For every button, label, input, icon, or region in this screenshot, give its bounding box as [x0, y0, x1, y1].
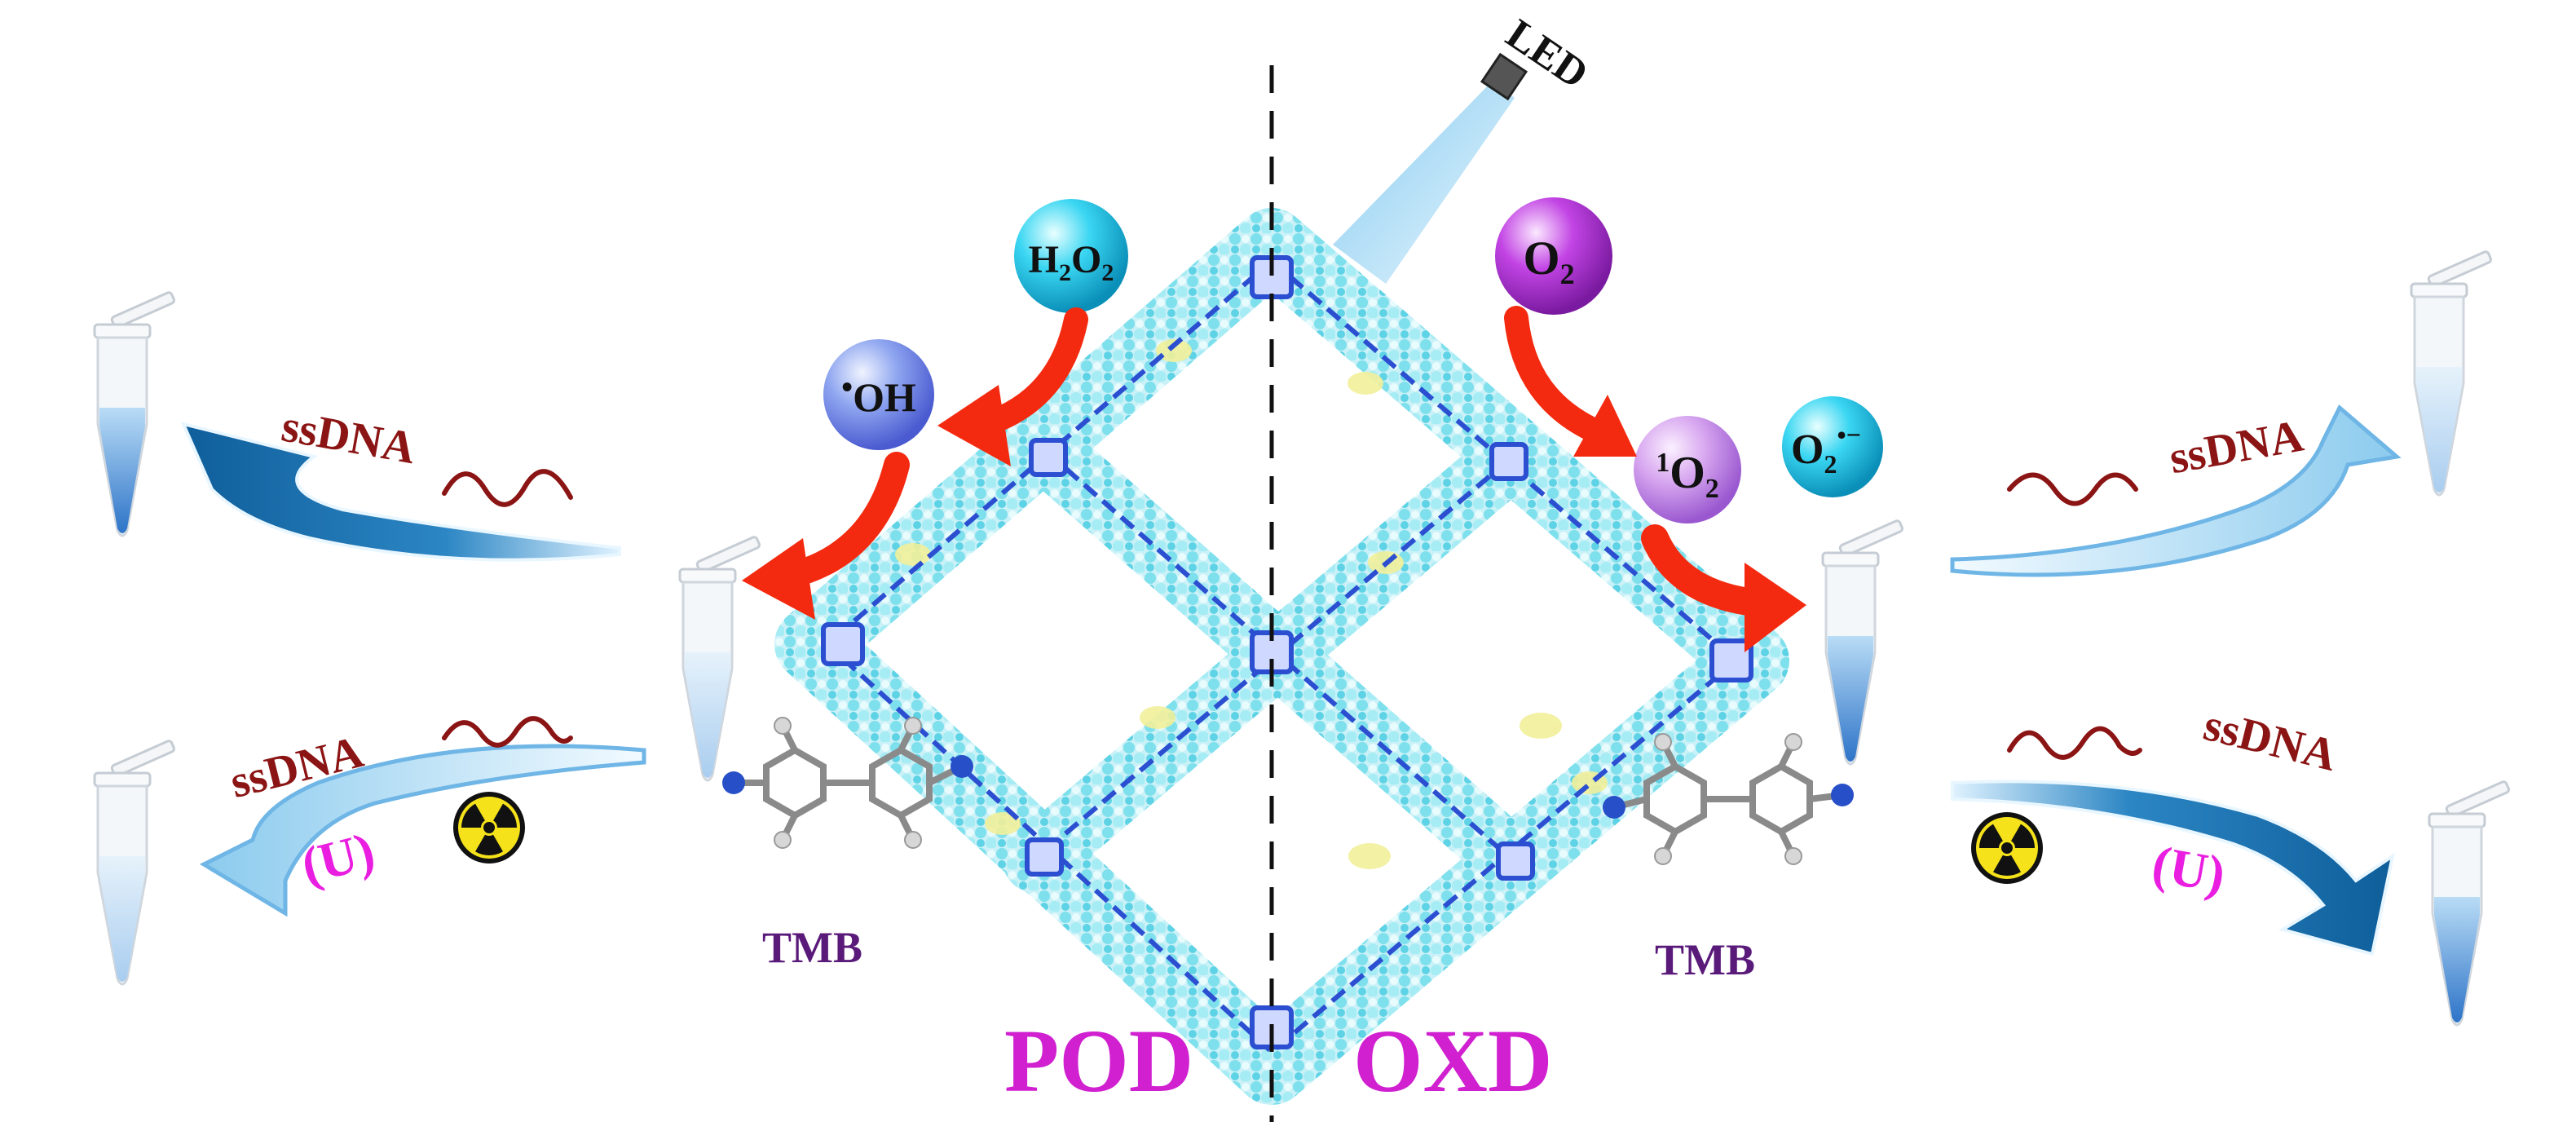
red-arrow-h2o2-to-oh: [937, 307, 1088, 466]
o2-sub: 2: [1560, 258, 1575, 290]
o2-label: O: [1523, 232, 1559, 285]
swoosh-arrow-bottom-right: [1951, 780, 2395, 956]
svg-text:O2: O2: [1523, 232, 1574, 290]
uranium-label-right: (U): [2148, 834, 2230, 903]
led-lamp-icon: [1333, 52, 1528, 284]
svg-text:O2•−: O2•−: [1791, 420, 1861, 479]
oxd-label: OXD: [1353, 1011, 1552, 1111]
singlet-sup: 1: [1656, 448, 1670, 478]
tmb-atoms-left: [722, 717, 973, 849]
tmb-label-left: TMB: [762, 923, 862, 972]
swoosh-arrow-bottom-left: [199, 744, 646, 917]
hydroxyl-radical: •OH: [823, 339, 934, 450]
ssdna-wave-top-left: [442, 469, 573, 507]
tube-center-right: [1821, 518, 1905, 766]
ssdna-wave-bottom-right: [2007, 726, 2142, 760]
svg-text:H2O2: H2O2: [1029, 238, 1114, 286]
framework-structure: [774, 208, 1789, 1105]
radiation-icon: [453, 792, 525, 864]
superoxide-label: O: [1791, 426, 1824, 473]
radiation-icon: [1971, 812, 2043, 884]
red-arrow-singlet-to-tube: [1641, 524, 1806, 652]
ssdna-wave-bottom-left: [442, 716, 573, 748]
oh-label: OH: [853, 374, 916, 420]
tube-top-left: [93, 289, 177, 537]
ssdna-label-top-right: ssDNA: [2166, 411, 2308, 484]
svg-text:1O2: 1O2: [1656, 448, 1719, 504]
h2o2-label-o: O: [1071, 238, 1101, 281]
singlet-label: O: [1670, 448, 1705, 498]
ssdna-label-bottom-right: ssDNA: [2199, 700, 2342, 781]
ssdna-wave-top-right: [2007, 472, 2138, 506]
tube-bottom-left: [93, 738, 177, 986]
tmb-label-right: TMB: [1655, 935, 1755, 984]
h2o2-label-h: H: [1029, 238, 1059, 281]
tube-bottom-right: [2428, 779, 2512, 1027]
tube-top-right: [2410, 249, 2494, 497]
oh-dot: •: [841, 369, 853, 405]
tmb-atoms-right: [1603, 733, 1854, 865]
svg-text:•OH: •OH: [841, 369, 916, 420]
h2o2-molecule: H2O2: [1014, 199, 1128, 313]
tmb-molecule-right: [1613, 740, 1843, 858]
red-arrow-oh-to-tube: [742, 452, 910, 620]
singlet-sub: 2: [1705, 474, 1719, 504]
h2o2-label-sub1: 2: [1059, 259, 1071, 286]
red-arrow-o2-to-singlet: [1504, 306, 1637, 457]
superoxide-sub: 2: [1824, 449, 1837, 479]
tube-center-left: [678, 534, 762, 782]
superoxide-radical: O2•−: [1782, 396, 1883, 497]
swoosh-arrow-top-left: [180, 422, 621, 562]
singlet-oxygen: 1O2: [1634, 416, 1741, 523]
o2-molecule: O2: [1495, 197, 1612, 315]
superoxide-sup: •−: [1837, 420, 1861, 449]
pod-label: POD: [1004, 1011, 1193, 1111]
h2o2-label-sub2: 2: [1101, 259, 1114, 286]
swoosh-arrow-top-right: [1950, 404, 2402, 577]
